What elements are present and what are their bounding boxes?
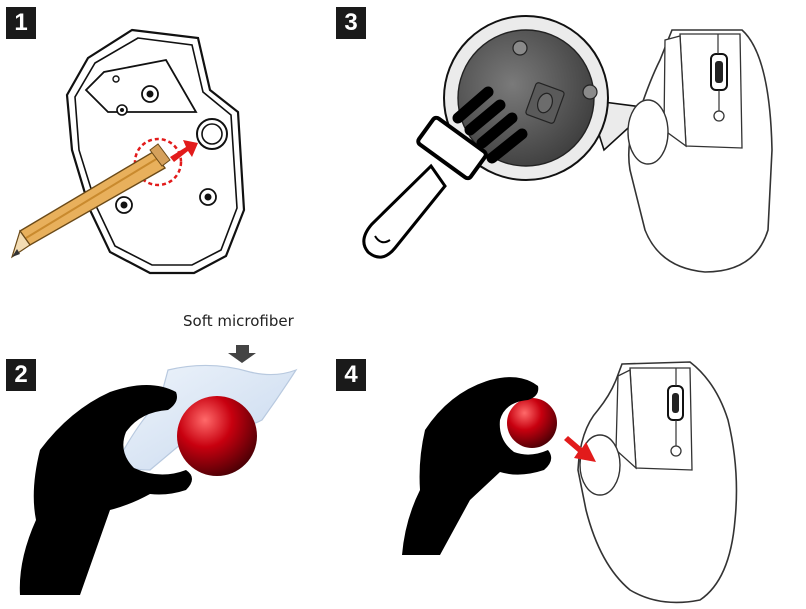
trackball — [177, 396, 257, 476]
down-arrow-icon — [228, 345, 256, 363]
trackball-step-4 — [507, 398, 557, 448]
step-4-reinsert — [402, 362, 736, 602]
step-2-cleaning — [20, 345, 296, 595]
step-3-mouse — [628, 30, 772, 272]
